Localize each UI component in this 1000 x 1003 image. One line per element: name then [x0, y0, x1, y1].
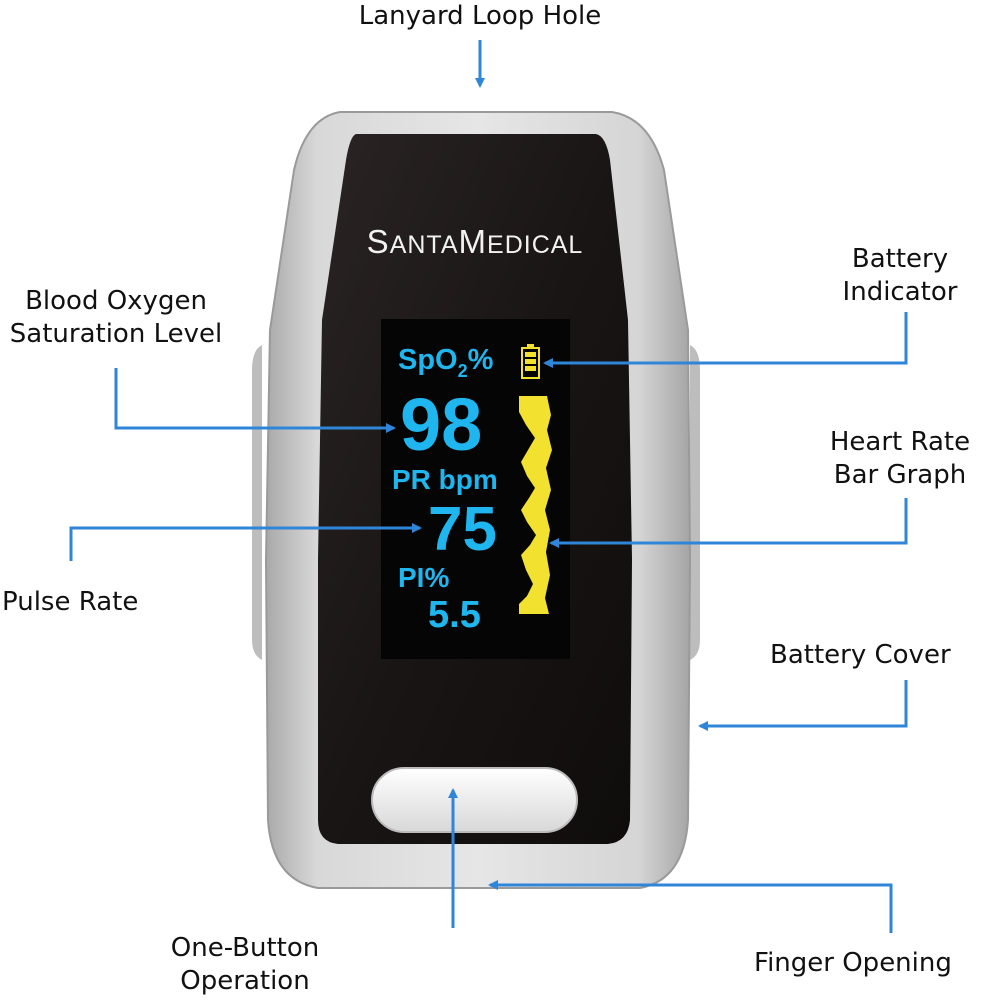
battery-icon — [521, 344, 540, 379]
label-battery-indicator: Battery Indicator — [842, 244, 958, 307]
label-blood-oxygen-saturation: Blood Oxygen Saturation Level — [9, 286, 223, 349]
finger-opening-arrow — [488, 880, 893, 933]
heart-rate-arrow — [549, 498, 908, 548]
pi-label: PI% — [398, 562, 449, 593]
spo2-label: SpO2% — [398, 344, 494, 381]
label-pulse-rate: Pulse Rate — [2, 587, 139, 617]
pr-label: PR bpm — [392, 464, 498, 495]
brand-logo: SANTAMEDICAL — [367, 223, 584, 260]
battery-cover-arrow — [698, 680, 908, 731]
spo2-value: 98 — [400, 383, 482, 466]
label-one-button-operation: One-Button Operation — [170, 933, 320, 996]
label-lanyard-loop-hole: Lanyard Loop Hole — [358, 1, 602, 31]
label-battery-cover: Battery Cover — [770, 640, 951, 670]
pi-value: 5.5 — [428, 594, 481, 636]
pr-value: 75 — [428, 495, 497, 564]
pulse-rate-arrow — [69, 523, 422, 561]
callout-arrows — [69, 40, 908, 933]
power-button — [371, 767, 578, 833]
label-finger-opening: Finger Opening — [754, 948, 952, 978]
heart-rate-bar-graph — [519, 396, 552, 614]
spo2-arrow — [114, 368, 396, 433]
label-heart-rate-bar-graph: Heart Rate Bar Graph — [829, 427, 971, 490]
battery-indicator-arrow — [543, 312, 908, 368]
